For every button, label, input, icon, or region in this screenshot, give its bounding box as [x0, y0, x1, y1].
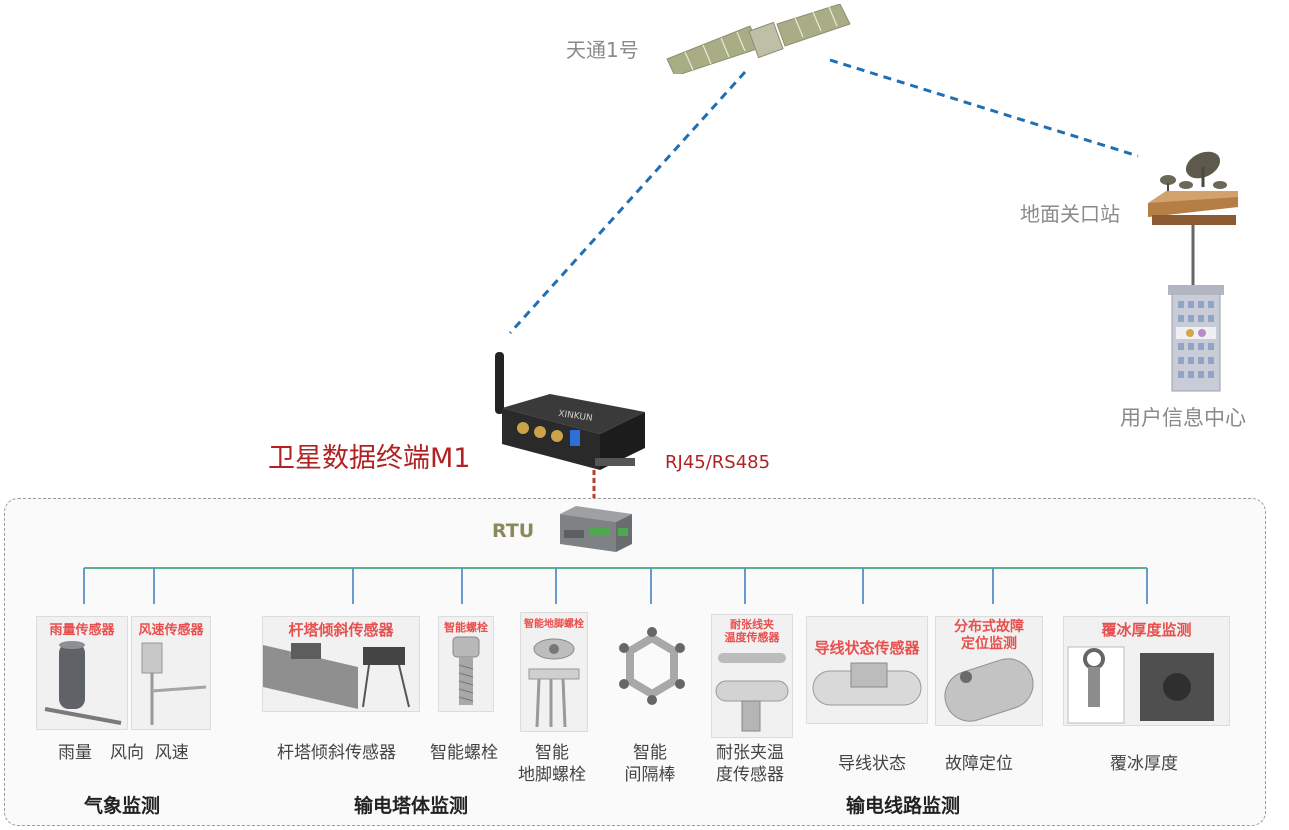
conductor-state-thumb-title: 导线状态传感器 — [814, 639, 920, 657]
caption-rain: 雨量 — [58, 743, 92, 763]
wind-sensor-thumbnail: 风速传感器 — [131, 616, 211, 730]
smart-bolt-icon — [452, 636, 480, 705]
caption-strain-clamp-line1: 耐张夹温 — [716, 743, 784, 763]
satellite-icon — [666, 4, 851, 74]
category-tower: 输电塔体监测 — [354, 795, 469, 817]
caption-anchor-bolt-line2: 地脚螺栓 — [518, 765, 586, 785]
monitoring-panel — [4, 498, 1266, 826]
caption-smart-bolt: 智能螺栓 — [430, 743, 498, 763]
caption-strain-clamp-line2: 度传感器 — [716, 765, 784, 785]
smart-spacer-icon — [619, 627, 685, 705]
smart-bolt-thumb-title: 智能螺栓 — [444, 621, 488, 634]
terminal-device-icon: XINKUN — [495, 352, 645, 470]
category-line: 输电线路监测 — [846, 795, 961, 817]
building-icon — [1168, 285, 1224, 392]
tower-tilt-thumbnail: 杆塔倾斜传感器 — [262, 616, 420, 712]
fault-location-icon — [944, 658, 1034, 722]
caption-spacer-line1: 智能 — [633, 743, 667, 763]
caption-wind: 风向 风速 — [110, 743, 189, 763]
user-center-label: 用户信息中心 — [1120, 406, 1246, 430]
smart-bolt-thumbnail: 智能螺栓 — [438, 616, 494, 712]
ground-station-icon — [1148, 151, 1238, 225]
caption-fault-location: 故障定位 — [945, 754, 1013, 774]
ice-thickness-thumbnail: 覆冰厚度监测 — [1063, 616, 1230, 726]
rtu-label: RTU — [492, 520, 535, 542]
strain-clamp-thumbnail: 耐张线夹 温度传感器 — [711, 614, 793, 738]
strain-clamp-thumb-title-line2: 温度传感器 — [724, 631, 780, 644]
smart-anchor-bolt-icon — [528, 638, 580, 728]
caption-spacer-line2: 间隔棒 — [624, 765, 676, 785]
category-weather: 气象监测 — [84, 795, 161, 817]
rtu-device-icon — [560, 506, 632, 552]
interface-label: RJ45/RS485 — [665, 452, 771, 473]
caption-strain-clamp: 耐张夹温 度传感器 — [708, 742, 792, 786]
conductor-state-thumbnail: 导线状态传感器 — [806, 616, 928, 724]
strain-clamp-icon — [715, 653, 789, 732]
smart-anchor-bolt-thumb-title: 智能地脚螺栓 — [524, 619, 584, 630]
caption-anchor-bolt: 智能 地脚螺栓 — [512, 742, 592, 786]
fault-location-thumbnail: 分布式故障 定位监测 — [935, 616, 1043, 726]
caption-anchor-bolt-line1: 智能 — [535, 743, 569, 763]
rain-gauge-icon — [44, 641, 122, 725]
ice-thickness-icon — [1067, 646, 1214, 724]
conductor-state-icon — [812, 662, 922, 706]
tower-tilt-thumb-title: 杆塔倾斜传感器 — [288, 621, 394, 639]
fault-location-thumb-title-line2: 定位监测 — [961, 636, 1017, 652]
terminal-label: 卫星数据终端M1 — [268, 443, 471, 474]
caption-spacer: 智能 间隔棒 — [614, 742, 686, 786]
fault-location-thumb-title-line1: 分布式故障 — [954, 619, 1024, 635]
satellite-label: 天通1号 — [566, 38, 639, 62]
satellite-to-terminal-link — [508, 70, 747, 335]
rain-gauge-thumbnail: 雨量传感器 — [36, 616, 128, 730]
wind-sensor-icon — [141, 642, 207, 725]
caption-tower-tilt: 杆塔倾斜传感器 — [277, 743, 396, 763]
terminal-brand-text: XINKUN — [558, 409, 594, 424]
caption-ice-thickness: 覆冰厚度 — [1110, 754, 1178, 774]
tower-tilt-icon — [263, 643, 410, 709]
satellite-to-station-link — [829, 58, 1139, 158]
wind-sensor-thumb-title: 风速传感器 — [138, 623, 204, 638]
strain-clamp-thumb-title-line1: 耐张线夹 — [730, 618, 774, 631]
smart-anchor-bolt-thumbnail: 智能地脚螺栓 — [520, 612, 588, 732]
ground-station-label: 地面关口站 — [1020, 202, 1120, 226]
rain-gauge-thumb-title: 雨量传感器 — [49, 623, 115, 638]
caption-conductor-state: 导线状态 — [838, 754, 906, 774]
ice-thickness-thumb-title: 覆冰厚度监测 — [1101, 621, 1192, 639]
